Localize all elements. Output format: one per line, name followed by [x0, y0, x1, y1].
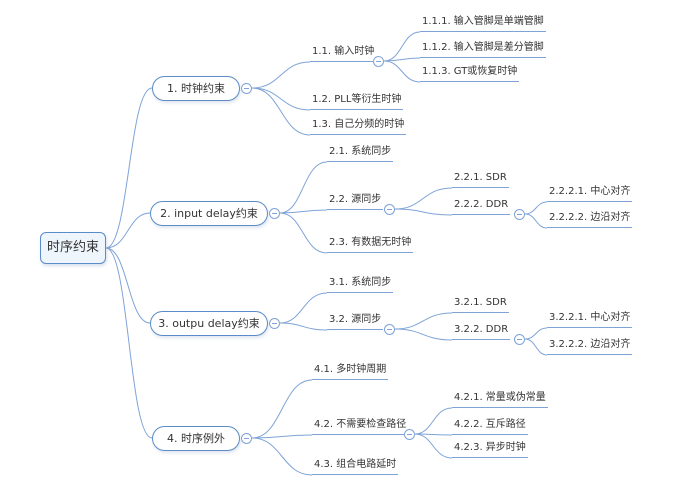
node-4[interactable]: 4. 时序例外: [152, 426, 240, 451]
node-3-2-2[interactable]: 3.2.2. DDR: [452, 324, 511, 340]
node-4-2-2[interactable]: 4.2.2. 互斥路径: [452, 419, 528, 435]
minus-icon: [244, 88, 249, 89]
edge-2-22: [279, 209, 328, 214]
edge-root-1: [105, 87, 153, 249]
node-3-2-1[interactable]: 3.2.1. SDR: [452, 297, 509, 313]
minus-icon: [272, 213, 277, 214]
node-3[interactable]: 3. outpu delay约束: [150, 311, 268, 336]
edge-22-221: [394, 187, 453, 210]
edge-11-111: [383, 31, 421, 62]
minus-icon: [387, 329, 392, 330]
node-1-1-1[interactable]: 1.1.1. 输入管脚是单端管脚: [420, 16, 546, 32]
minus-icon: [517, 339, 522, 340]
node-2-1[interactable]: 2.1. 系统同步: [327, 146, 394, 162]
collapse-minus-icon-2-2[interactable]: [384, 204, 395, 215]
node-1-2[interactable]: 1.2. PLL等衍生时钟: [310, 94, 404, 110]
node-1-1[interactable]: 1.1. 输入时钟: [310, 46, 377, 62]
collapse-minus-icon-2[interactable]: [269, 208, 280, 219]
edge-32-321: [394, 312, 453, 330]
edge-3-32: [279, 322, 328, 331]
edge-222-2221: [524, 201, 548, 215]
collapse-minus-icon-4-2[interactable]: [404, 429, 415, 440]
node-4-2[interactable]: 4.2. 不需要检查路径: [312, 419, 409, 435]
minus-icon: [272, 323, 277, 324]
edge-4-42: [251, 434, 313, 439]
node-2-2-2-1[interactable]: 2.2.2.1. 中心对齐: [547, 186, 633, 202]
edge-32-322: [394, 328, 453, 341]
edge-1-13: [251, 87, 311, 136]
minus-icon: [517, 214, 522, 215]
node-1-1-3[interactable]: 1.1.3. GT或恢复时钟: [420, 66, 520, 82]
minus-icon: [387, 209, 392, 210]
node-2-2[interactable]: 2.2. 源同步: [327, 194, 384, 210]
collapse-minus-icon-4[interactable]: [241, 433, 252, 444]
edge-22-222: [394, 208, 453, 216]
edge-root-3: [105, 247, 151, 324]
edge-322-3221: [524, 327, 548, 340]
node-2[interactable]: 2. input delay约束: [150, 201, 268, 226]
node-2-3[interactable]: 2.3. 有数据无时钟: [327, 237, 414, 253]
collapse-minus-icon-1-1[interactable]: [373, 56, 384, 67]
minus-icon: [244, 438, 249, 439]
node-2-2-2[interactable]: 2.2.2. DDR: [452, 199, 511, 215]
root-node[interactable]: 时序约束: [40, 232, 106, 264]
node-4-1[interactable]: 4.1. 多时钟周期: [312, 364, 389, 380]
edge-1-12: [251, 87, 311, 111]
collapse-minus-icon-1[interactable]: [241, 83, 252, 94]
node-4-2-1[interactable]: 4.2.1. 常量或伪常量: [452, 392, 548, 408]
minus-icon: [407, 434, 412, 435]
edge-11-113: [383, 60, 421, 83]
node-4-2-3[interactable]: 4.2.3. 异步时钟: [452, 442, 528, 458]
edge-222-2222: [524, 213, 548, 229]
edge-3-31: [279, 292, 328, 324]
edge-42-423: [414, 433, 453, 459]
collapse-minus-icon-3-2-2[interactable]: [514, 334, 525, 345]
collapse-minus-icon-3-2[interactable]: [384, 324, 395, 335]
node-1-3[interactable]: 1.3. 自己分频的时钟: [310, 119, 407, 135]
node-4-3[interactable]: 4.3. 组合电路延时: [312, 459, 399, 475]
edge-4-43: [251, 437, 313, 476]
minus-icon: [376, 61, 381, 62]
node-3-2[interactable]: 3.2. 源同步: [327, 314, 384, 330]
node-3-1[interactable]: 3.1. 系统同步: [327, 277, 394, 293]
node-2-2-2-2[interactable]: 2.2.2.2. 边沿对齐: [547, 212, 633, 228]
edge-root-4: [105, 247, 153, 439]
node-3-2-2-1[interactable]: 3.2.2.1. 中心对齐: [547, 312, 633, 328]
node-3-2-2-2[interactable]: 3.2.2.2. 边沿对齐: [547, 339, 633, 355]
node-1[interactable]: 1. 时钟约束: [152, 76, 240, 101]
edge-1-11: [251, 61, 311, 89]
edge-2-21: [279, 161, 328, 214]
edge-root-2: [105, 212, 151, 249]
edge-2-23: [279, 212, 328, 254]
collapse-minus-icon-3[interactable]: [269, 318, 280, 329]
edge-42-421: [414, 407, 453, 435]
node-1-1-2[interactable]: 1.1.2. 输入管脚是差分管脚: [420, 42, 546, 58]
edge-322-3222: [524, 338, 548, 356]
collapse-minus-icon-2-2-2[interactable]: [514, 209, 525, 220]
edge-4-41: [251, 379, 313, 439]
node-2-2-1[interactable]: 2.2.1. SDR: [452, 172, 509, 188]
